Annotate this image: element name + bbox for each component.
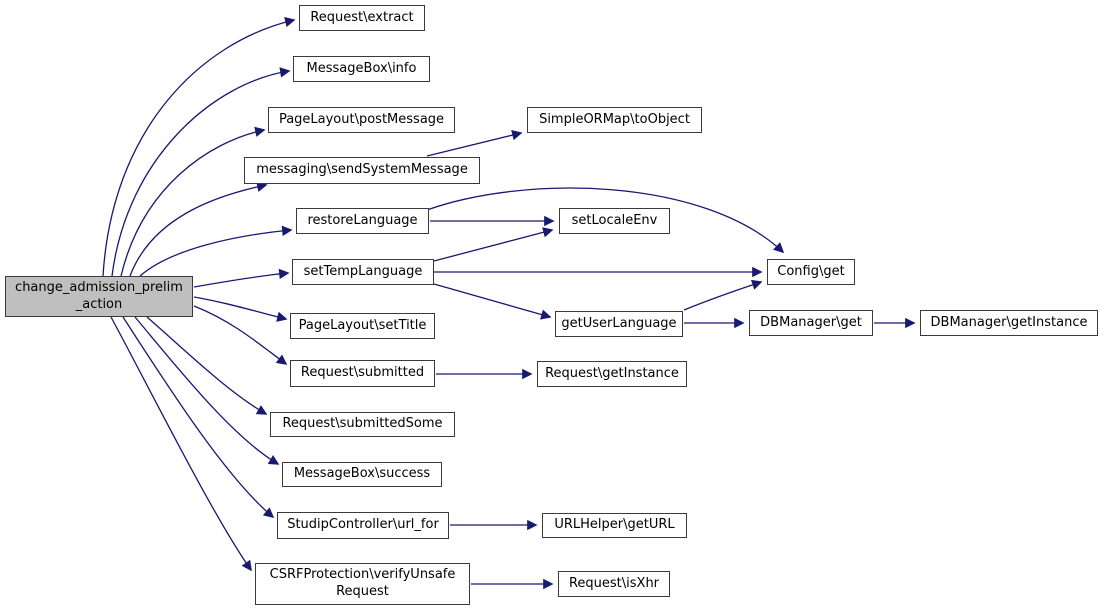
edge-main-to-settemplanguage [193,268,290,288]
edge-main-to-pagelayout-settitle [193,296,288,322]
node-change-admission-prelim-action: change_admission_prelim _action [5,276,193,317]
node-request-isxhr[interactable]: Request\isXhr [558,571,670,597]
node-simpleormap-toobject[interactable]: SimpleORMap\toObject [527,107,702,133]
node-messagebox-info[interactable]: MessageBox\info [293,56,430,82]
edge-getuserlanguage-to-config-get [683,279,763,311]
node-urlhelper-geturl[interactable]: URLHelper\getURL [542,513,687,538]
edge-main-to-request-extract [102,16,296,277]
node-dbmanager-getinstance[interactable]: DBManager\getInstance [920,310,1098,336]
edge-main-to-studipcontroller-url-for [122,316,275,518]
edge-main-to-messaging-sendsystemmessage [129,181,268,277]
node-dbmanager-get[interactable]: DBManager\get [749,310,873,336]
edge-settemplanguage-to-setlocaleenv [433,227,554,262]
edge-main-to-restorelanguage [139,225,293,277]
node-pagelayout-settitle[interactable]: PageLayout\setTitle [290,313,435,339]
node-config-get[interactable]: Config\get [767,259,855,285]
node-studipcontroller-url-for[interactable]: StudipController\url_for [277,512,449,539]
edge-main-to-request-submittedsome [146,316,268,415]
node-getuserlanguage[interactable]: getUserLanguage [555,311,683,337]
node-request-submittedsome[interactable]: Request\submittedSome [270,412,455,437]
edge-main-to-request-submitted [193,305,288,365]
edge-messaging-sendsystemmessage-to-simpleormap-toobject [426,130,523,157]
node-request-extract[interactable]: Request\extract [299,5,425,31]
node-restorelanguage[interactable]: restoreLanguage [296,208,429,234]
node-pagelayout-postmessage[interactable]: PageLayout\postMessage [268,107,455,133]
node-setlocaleenv[interactable]: setLocaleEnv [559,208,670,234]
node-settemplanguage[interactable]: setTempLanguage [292,259,434,285]
node-messaging-sendsystemmessage[interactable]: messaging\sendSystemMessage [244,157,480,184]
edge-main-to-messagebox-success [134,316,280,465]
edge-settemplanguage-to-getuserlanguage [433,283,552,320]
node-messagebox-success[interactable]: MessageBox\success [282,462,442,487]
node-csrfprotection-verifyunsaferequest[interactable]: CSRFProtection\verifyUnsafe Request [255,563,470,605]
node-request-getinstance[interactable]: Request\getInstance [537,361,687,387]
node-request-submitted[interactable]: Request\submitted [290,360,435,387]
edge-main-to-pagelayout-postmessage [120,126,266,277]
edge-main-to-csrfprotection-verifyunsaferequest [110,316,252,572]
